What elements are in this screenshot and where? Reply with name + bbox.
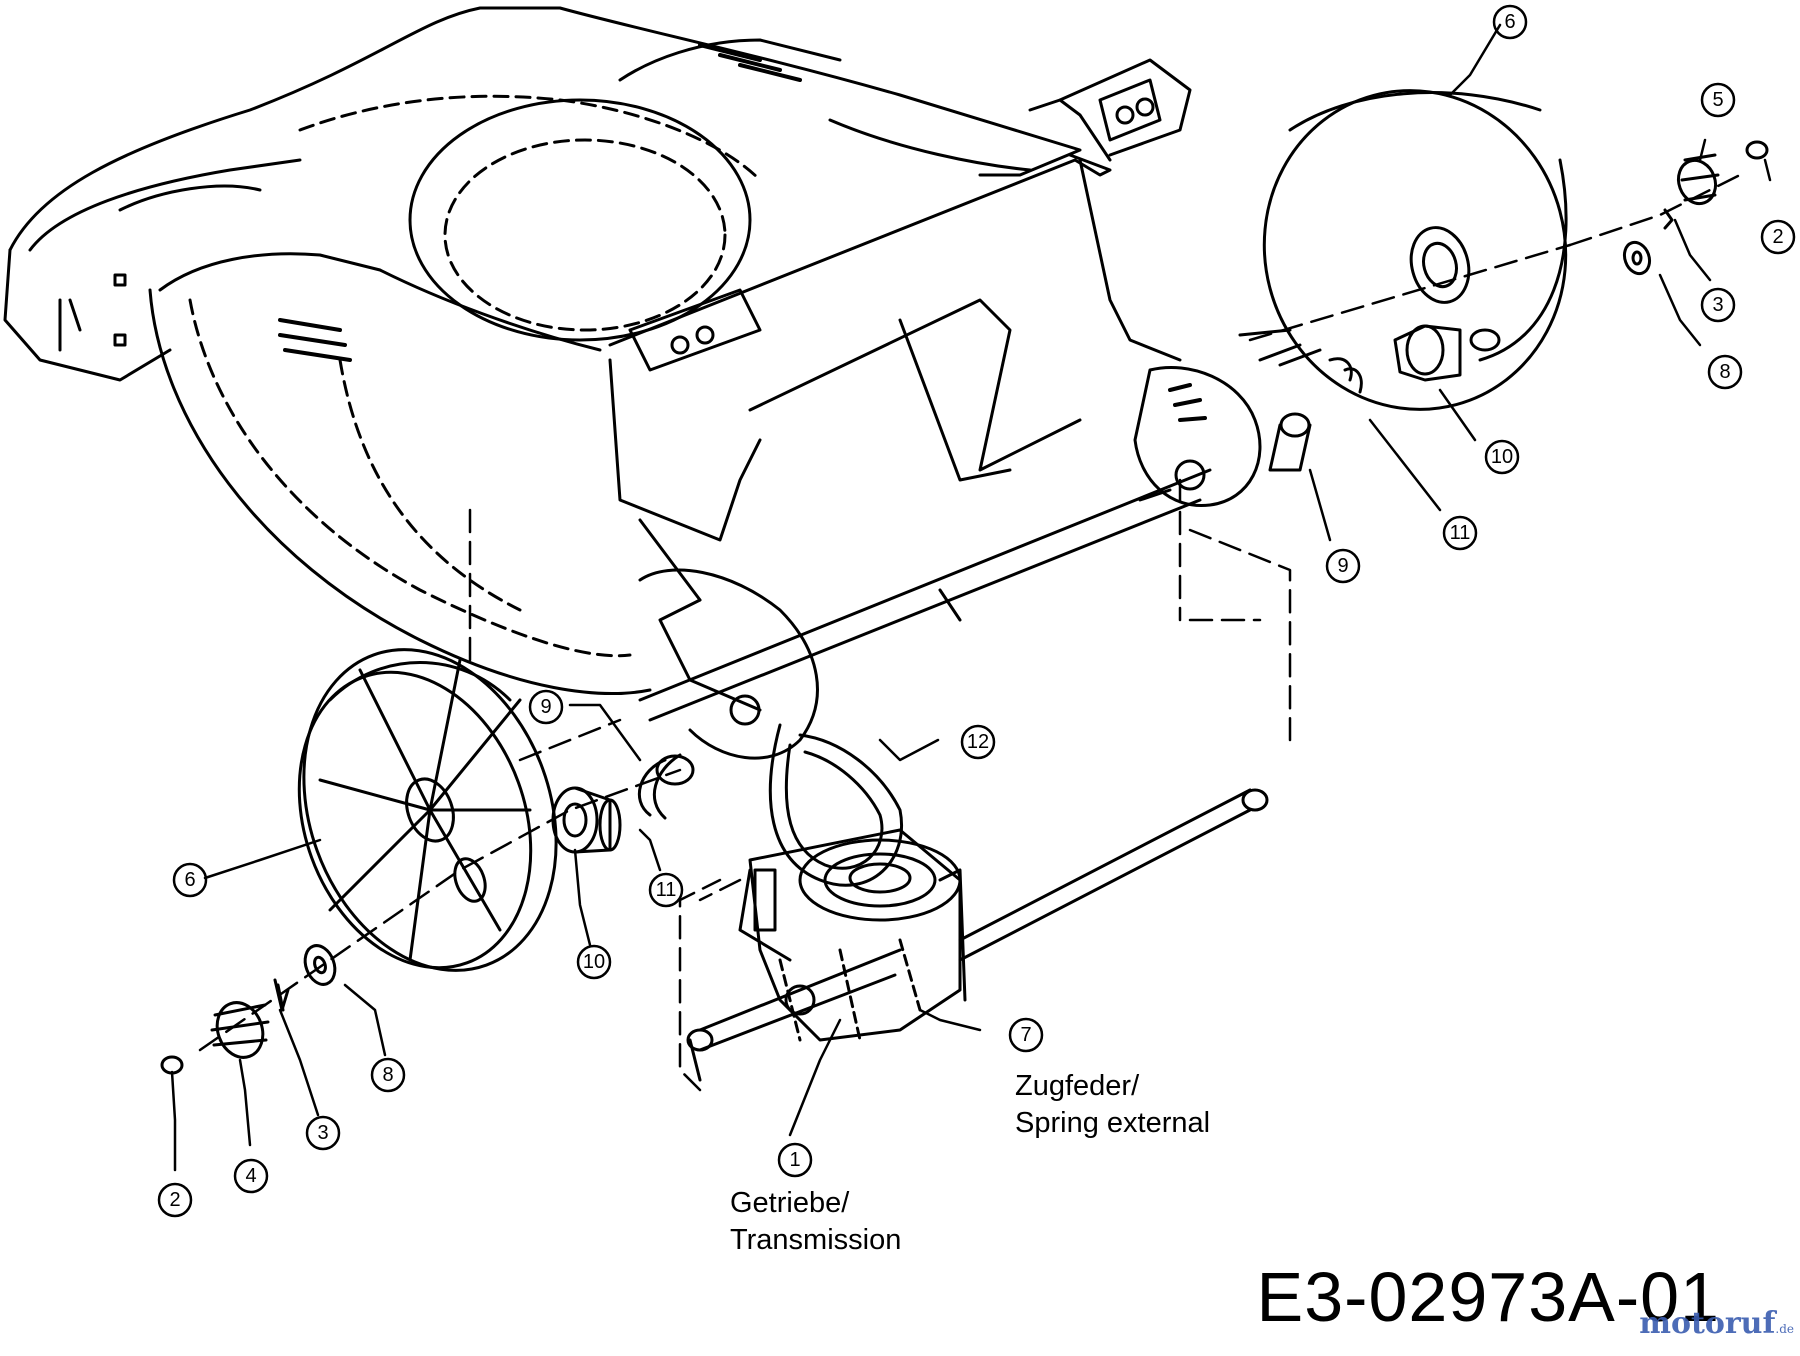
callout-label: 3: [317, 1122, 328, 1144]
transmission: [686, 788, 1269, 1082]
left-wheel: [297, 648, 558, 972]
transmission-label-line: Getriebe/: [730, 1187, 850, 1219]
spring-label-line: Zugfeder/: [1015, 1070, 1140, 1102]
assembly-lines: [198, 173, 1742, 1092]
callout-label: 1: [789, 1149, 800, 1171]
mower-deck: [3, 6, 1082, 695]
callout-label: 8: [1719, 361, 1730, 383]
spring-label-line: Spring external: [1015, 1107, 1211, 1139]
right-hub-parts: [1268, 140, 1769, 472]
leader-lines: [170, 23, 1772, 1172]
callout-label: 5: [1712, 89, 1723, 111]
watermark-suffix: .de: [1775, 1322, 1794, 1336]
callout-circles: [157, 4, 1796, 1218]
callout-label: 3: [1712, 294, 1723, 316]
watermark: motoruf.de: [1639, 1306, 1794, 1341]
callout-label: 6: [184, 869, 195, 891]
callout-label: 11: [1450, 522, 1471, 544]
callout-label: 2: [169, 1189, 180, 1211]
callout-label: 9: [1337, 555, 1348, 577]
drive-belt: [768, 723, 903, 887]
axle-frame: [608, 58, 1262, 760]
spring-label: Zugfeder/ Spring external: [1015, 1068, 1210, 1142]
callout-numbers: 6 5 2 3 8 10 11 9 9 12 6 11 10 7 8 3 2 4…: [169, 11, 1783, 1211]
callout-label: 4: [245, 1165, 256, 1187]
callout-label: 10: [1491, 446, 1513, 468]
callout-label: 11: [656, 879, 677, 901]
callout-label: 6: [1504, 11, 1515, 33]
drawing-code: E3-02973A-01: [1256, 1258, 1720, 1336]
right-wheel: [1262, 89, 1568, 411]
rear-axle: [638, 328, 1322, 722]
left-hub-parts: [160, 753, 695, 1075]
transmission-label: Getriebe/ Transmission: [730, 1185, 901, 1259]
callout-label: 10: [583, 951, 605, 973]
callout-label: 8: [382, 1064, 393, 1086]
callout-label: 2: [1772, 226, 1783, 248]
callout-label: 7: [1020, 1024, 1031, 1046]
transmission-label-line: Transmission: [730, 1224, 902, 1256]
callout-label: 12: [967, 731, 989, 753]
watermark-name: motoruf: [1639, 1306, 1776, 1341]
callout-label: 9: [540, 696, 551, 718]
